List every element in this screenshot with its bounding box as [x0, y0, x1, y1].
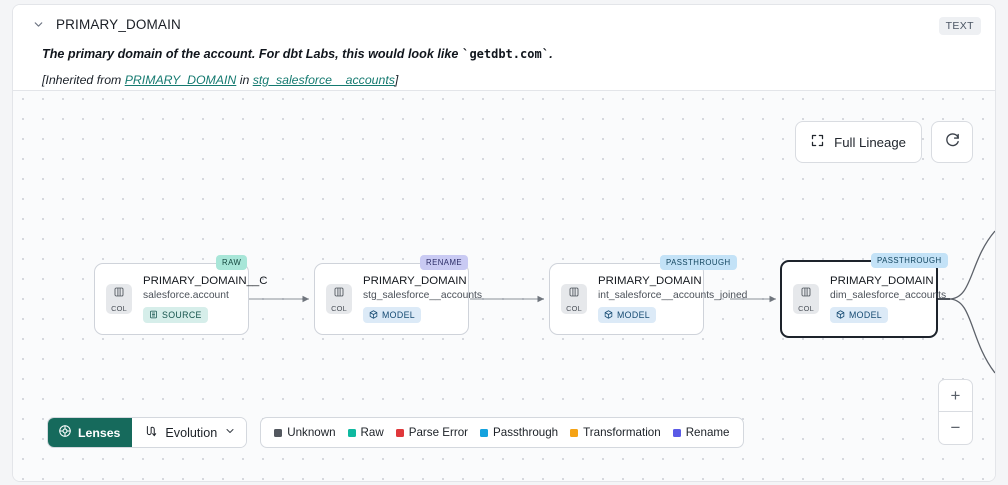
column-badge-label: COL: [566, 304, 582, 313]
node-lineage-tag: RAW: [216, 255, 248, 270]
node-type-badge: MODEL: [363, 307, 422, 323]
node-type-label: MODEL: [382, 310, 416, 320]
legend-label: Passthrough: [493, 426, 559, 439]
evolution-dropdown[interactable]: Evolution: [132, 418, 247, 447]
evolution-label: Evolution: [165, 425, 218, 440]
lineage-node[interactable]: RENAME COL PRIMARY_DOMAIN stg_salesforce__a…: [314, 255, 482, 335]
node-title: PRIMARY_DOMAIN: [830, 275, 934, 287]
legend-label: Transformation: [583, 426, 661, 439]
header-title-row[interactable]: PRIMARY_DOMAIN: [30, 16, 181, 32]
legend-label: Parse Error: [408, 426, 469, 439]
expand-icon: [810, 133, 825, 151]
lineage-node[interactable]: RAW COL PRIMARY_DOMAIN__C salesforce.accoun…: [94, 255, 268, 335]
lenses-button[interactable]: Lenses: [48, 418, 133, 447]
node-type-badge: MODEL: [598, 307, 657, 323]
column-badge: COL: [793, 284, 819, 314]
column-detail-panel: PRIMARY_DOMAIN TEXT The primary domain o…: [12, 4, 996, 482]
lineage-node[interactable]: PASSTHROUGH COL PRIMARY_DOMAIN int_salesfor…: [549, 255, 747, 335]
node-subtitle: salesforce.account: [143, 290, 229, 301]
legend-label: Rename: [685, 426, 730, 439]
cube-icon: [604, 309, 613, 321]
legend-swatch: [347, 428, 356, 437]
legend-item[interactable]: Transformation: [570, 426, 661, 439]
lineage-node-layer: RAW COL PRIMARY_DOMAIN__C salesforce.accoun…: [13, 91, 995, 481]
node-title: PRIMARY_DOMAIN: [363, 275, 467, 287]
column-badge-label: COL: [798, 304, 814, 313]
inherited-middle: in: [236, 73, 253, 87]
chevron-down-icon[interactable]: [30, 16, 46, 32]
lens-controls-group: Lenses Evolution: [47, 417, 248, 448]
database-icon: [149, 310, 158, 321]
canvas-top-controls: Full Lineage: [795, 121, 973, 163]
legend-swatch: [570, 428, 579, 437]
legend-item[interactable]: Rename: [672, 426, 730, 439]
legend-swatch: [395, 428, 404, 437]
lineage-legend: Unknown Raw Parse Error Passthrough Transfor…: [260, 417, 744, 448]
zoom-in-button[interactable]: +: [939, 380, 972, 412]
refresh-button[interactable]: [931, 121, 973, 163]
node-lineage-tag: PASSTHROUGH: [871, 253, 948, 268]
inherited-prefix: [Inherited from: [42, 73, 125, 87]
legend-swatch: [480, 428, 489, 437]
columns-icon: [333, 285, 345, 303]
column-description: The primary domain of the account. For d…: [42, 46, 553, 61]
page-title: PRIMARY_DOMAIN: [56, 16, 181, 32]
column-badge-label: COL: [111, 304, 127, 313]
node-body: PRIMARY_DOMAIN int_salesforce__accounts_j…: [598, 275, 747, 323]
description-suffix: .: [549, 47, 553, 61]
node-title: PRIMARY_DOMAIN__C: [143, 275, 268, 287]
node-lineage-tag: PASSTHROUGH: [660, 255, 737, 270]
node-type-badge: SOURCE: [143, 307, 208, 323]
full-lineage-label: Full Lineage: [834, 134, 906, 150]
columns-icon: [568, 285, 580, 303]
node-type-label: SOURCE: [162, 310, 202, 320]
legend-swatch: [672, 428, 681, 437]
refresh-icon: [944, 131, 961, 153]
lenses-label: Lenses: [78, 425, 121, 440]
inherited-suffix: ]: [394, 73, 399, 87]
inherited-from-line: [Inherited from PRIMARY_DOMAIN in stg_sa…: [42, 73, 398, 87]
node-title: PRIMARY_DOMAIN: [598, 275, 702, 287]
node-subtitle: dim_salesforce_accounts: [830, 290, 947, 301]
zoom-controls: + −: [938, 379, 973, 445]
node-type-label: MODEL: [617, 310, 651, 320]
cube-icon: [836, 309, 845, 321]
columns-icon: [800, 285, 812, 303]
lineage-node[interactable]: PASSTHROUGH COL PRIMARY_DOMAIN dim_salesfor…: [780, 253, 948, 338]
legend-label: Raw: [360, 426, 384, 439]
inherited-column-link[interactable]: PRIMARY_DOMAIN: [124, 73, 237, 87]
node-lineage-tag: RENAME: [420, 255, 469, 270]
aperture-icon: [58, 424, 72, 441]
legend-swatch: [274, 428, 283, 437]
panel-header: PRIMARY_DOMAIN TEXT The primary domain o…: [13, 5, 995, 91]
legend-item[interactable]: Unknown: [274, 426, 336, 439]
node-subtitle: int_salesforce__accounts_joined: [598, 290, 748, 301]
legend-item[interactable]: Parse Error: [395, 426, 469, 439]
zoom-out-button[interactable]: −: [950, 418, 961, 437]
description-text: The primary domain of the account. For d…: [42, 47, 462, 61]
column-type-badge: TEXT: [938, 17, 981, 35]
column-badge: COL: [106, 284, 132, 314]
columns-icon: [113, 285, 125, 303]
description-code: getdbt.com: [469, 47, 542, 61]
column-badge: COL: [561, 284, 587, 314]
node-subtitle: stg_salesforce__accounts: [363, 290, 483, 301]
legend-label: Unknown: [287, 426, 336, 439]
cube-icon: [369, 309, 378, 321]
legend-item[interactable]: Passthrough: [480, 426, 558, 439]
evolution-icon: [143, 424, 158, 442]
canvas-bottom-bar: Lenses Evolution: [47, 417, 744, 448]
column-badge: COL: [326, 284, 352, 314]
inherited-model-link[interactable]: stg_salesforce__accounts: [252, 73, 395, 87]
node-type-badge: MODEL: [830, 307, 889, 323]
full-lineage-button[interactable]: Full Lineage: [795, 121, 922, 163]
legend-item[interactable]: Raw: [347, 426, 384, 439]
node-type-label: MODEL: [849, 310, 883, 320]
column-badge-label: COL: [331, 304, 347, 313]
chevron-down-icon: [224, 425, 236, 440]
